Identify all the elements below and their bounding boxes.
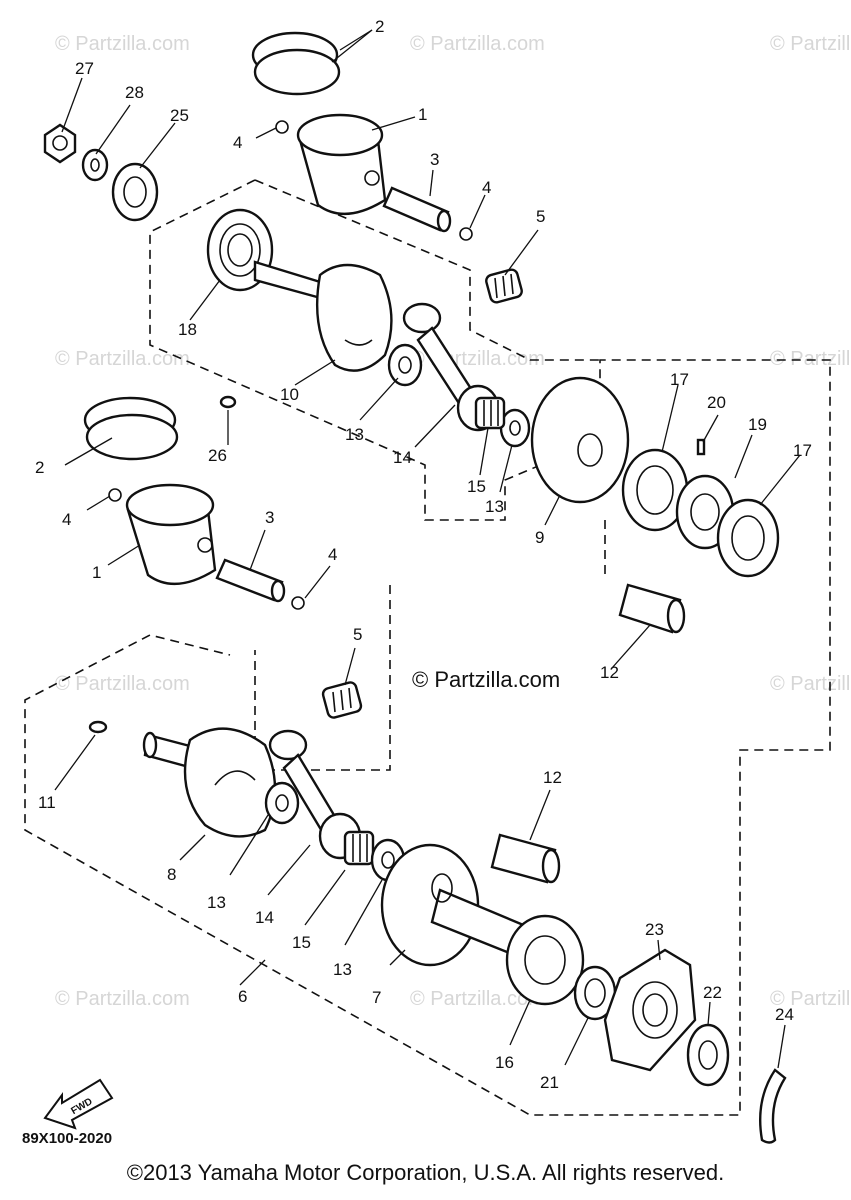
- dowel-pin: [696, 438, 706, 456]
- callout-number: 27: [75, 59, 94, 78]
- callout-number: 5: [353, 625, 362, 644]
- watermark-text: © Partzilla.com: [770, 988, 851, 1010]
- callout-number: 14: [393, 448, 412, 467]
- callouts-lower: 2 4 1 3 4 5 11 8 13 14 15 13 7 6 12 16 2…: [35, 458, 794, 1092]
- crank-half: [253, 260, 393, 372]
- piston-pin: [215, 558, 286, 603]
- callout-number: 4: [482, 178, 491, 197]
- crank-pin: [618, 583, 686, 634]
- crank-pin: [490, 833, 561, 884]
- piston-ring: [85, 413, 179, 461]
- callout-number: 15: [292, 933, 311, 952]
- watermark-text: © Partzilla.com: [55, 988, 190, 1010]
- callout-number: 15: [467, 477, 486, 496]
- big-end-bearing: [343, 830, 375, 866]
- watermark-text: © Partzilla.com: [770, 33, 851, 55]
- callout-number: 22: [703, 983, 722, 1002]
- circlip: [108, 488, 122, 502]
- diagram-code: 89X100-2020: [22, 1130, 112, 1147]
- watermark-text: © Partzilla.com: [55, 673, 190, 695]
- callout-number: 24: [775, 1005, 794, 1024]
- main-bearing: [716, 498, 780, 578]
- leader-lines: [54, 29, 801, 1069]
- woodruff-key: [88, 720, 108, 734]
- callout-number: 1: [418, 105, 427, 124]
- nut: [43, 123, 77, 164]
- upper-assembly: [43, 31, 780, 634]
- thrust-washer: [387, 343, 423, 387]
- callout-number: 11: [38, 793, 56, 812]
- crank-half: [142, 727, 277, 838]
- callout-number: 6: [238, 987, 247, 1006]
- main-bearing: [621, 448, 689, 532]
- callout-number: 16: [495, 1053, 514, 1072]
- washer: [81, 148, 109, 182]
- circlip: [275, 120, 289, 134]
- callout-number: 4: [62, 510, 71, 529]
- watermark-text: © Partzilla.com: [410, 33, 545, 55]
- watermark-text: © Partzilla.com: [410, 988, 545, 1010]
- spacer: [573, 965, 617, 1021]
- watermark-text: © Partzilla.com: [55, 33, 190, 55]
- circlip: [459, 227, 473, 241]
- callout-number: 20: [707, 393, 726, 412]
- callout-number: 4: [328, 545, 337, 564]
- piston: [296, 113, 387, 216]
- callout-number: 23: [645, 920, 664, 939]
- callout-number: 17: [670, 370, 689, 389]
- callout-number: 3: [430, 150, 439, 169]
- callout-number: 21: [540, 1073, 559, 1092]
- sprocket: [686, 1023, 730, 1087]
- callout-number: 13: [345, 425, 364, 444]
- callout-number: 5: [536, 207, 545, 226]
- fwd-arrow-icon: FWD: [43, 1078, 114, 1130]
- callout-number: 14: [255, 908, 274, 927]
- callout-number: 4: [233, 133, 242, 152]
- crank-wheel: [530, 376, 630, 504]
- callout-number: 9: [535, 528, 544, 547]
- callout-number: 19: [748, 415, 767, 434]
- circlip: [291, 596, 305, 610]
- watermark-text: © Partzilla.com: [770, 673, 851, 695]
- thrust-washer: [264, 781, 300, 825]
- main-bearing: [505, 914, 585, 1006]
- piston-pin: [382, 186, 452, 233]
- callout-number: 28: [125, 83, 144, 102]
- lower-assembly: [83, 396, 787, 1144]
- copyright-notice: ©2013 Yamaha Motor Corporation, U.S.A. A…: [126, 1160, 725, 1185]
- needle-bearing: [485, 268, 523, 304]
- callout-number: 12: [543, 768, 562, 787]
- callout-number: 2: [35, 458, 44, 477]
- callout-number: 3: [265, 508, 274, 527]
- piston-ring: [253, 48, 341, 96]
- callout-number: 8: [167, 865, 176, 884]
- callouts-upper: 2 27 28 25 1 4 3 4 5 18 10 13 14 26 15 1…: [75, 17, 812, 682]
- callout-number: 18: [178, 320, 197, 339]
- assembly-outlines: [24, 179, 831, 1116]
- callout-number: 1: [92, 563, 101, 582]
- callout-number: 17: [793, 441, 812, 460]
- callout-number: 10: [280, 385, 299, 404]
- watermark-text: © Partzilla.com: [55, 348, 190, 370]
- needle-bearing: [321, 681, 363, 719]
- callout-number: 12: [600, 663, 619, 682]
- bearing-housing: [603, 948, 697, 1072]
- callout-number: 13: [485, 497, 504, 516]
- big-end-bearing: [474, 396, 506, 430]
- watermarks: © Partzilla.com © Partzilla.com © Partzi…: [55, 33, 851, 1010]
- piston: [125, 483, 217, 586]
- oil-seal: [111, 162, 159, 222]
- callout-number: 2: [375, 17, 384, 36]
- center-watermark: © Partzilla.com: [412, 667, 560, 692]
- callout-number: 13: [207, 893, 226, 912]
- callout-number: 25: [170, 106, 189, 125]
- watermark-text: © Partzilla.com: [770, 348, 851, 370]
- thrust-washer: [499, 408, 531, 448]
- callout-number: 7: [372, 988, 381, 1007]
- dowel-pin: [219, 395, 237, 409]
- circlip-large: [759, 1068, 787, 1144]
- callout-number: 13: [333, 960, 352, 979]
- callout-number: 26: [208, 446, 227, 465]
